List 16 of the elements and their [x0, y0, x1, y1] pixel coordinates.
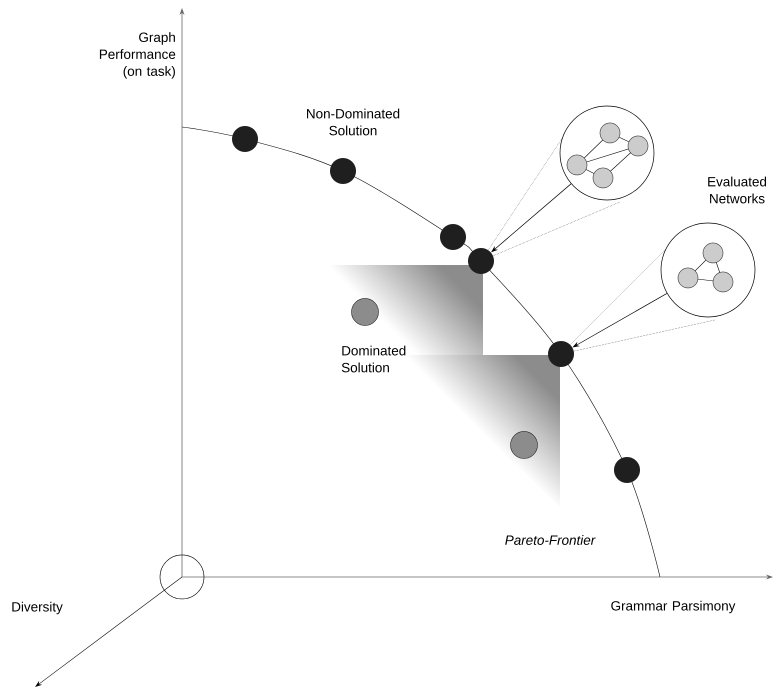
axis-label: Grammar Parsimony — [611, 600, 736, 614]
dominated-dot — [351, 298, 379, 326]
annotation-label: Dominated Solution — [342, 346, 406, 372]
annotation-label: Non-Dominated Solution — [307, 108, 400, 136]
frontier-label: Pareto-Frontier — [505, 535, 596, 545]
annotation-label: Evaluated Networks — [708, 176, 766, 204]
solution-dot — [614, 456, 640, 483]
dominated-dot — [510, 431, 538, 459]
arrow — [491, 183, 572, 252]
solution-dot — [548, 340, 574, 367]
solution-dot — [330, 158, 356, 184]
axis-label: Graph Performance (on task) — [100, 32, 176, 79]
axis-label: Diversity — [12, 602, 63, 614]
solution-dot — [468, 248, 494, 274]
solution-dot — [440, 224, 466, 250]
solution-dot — [232, 126, 258, 152]
